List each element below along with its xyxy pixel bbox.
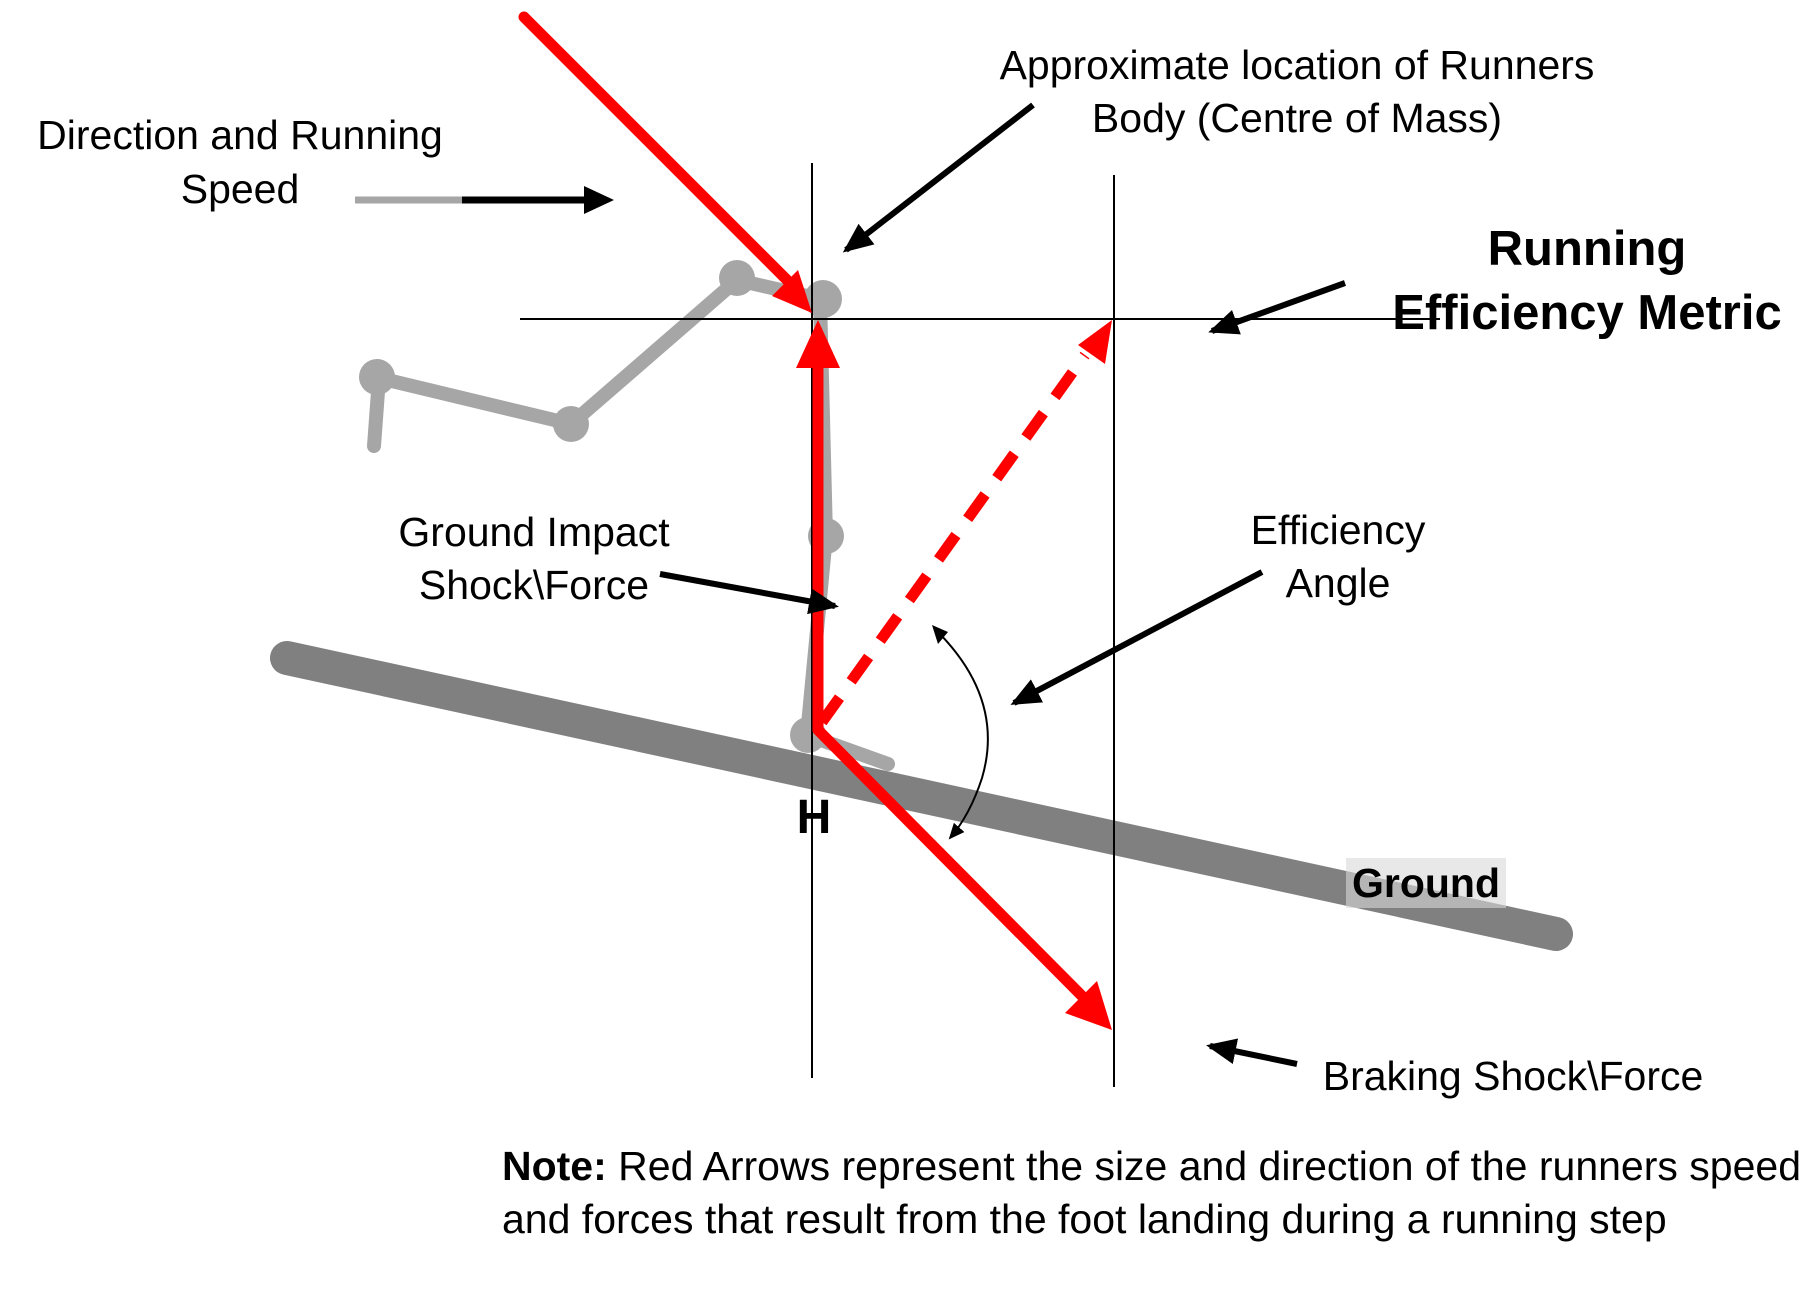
note-prefix: Note: [502,1143,607,1189]
angle-callout-arrow [1010,569,1264,706]
efficiency-angle-arc-start-head [932,625,948,644]
direction-arrowhead [584,186,614,214]
metric-callout-arrow [1208,280,1347,335]
ground-label: Ground [1352,860,1500,906]
efficiency-arrowhead [1078,320,1112,364]
efficiency-angle-arc [937,631,989,840]
impact-callout-arrow [659,571,839,615]
force-arrows [518,11,1112,1030]
braking-label: Braking Shock\Force [1323,1053,1704,1099]
metric-label-line2: Efficiency Metric [1392,286,1781,340]
incoming-velocity-arrowhead [772,270,812,313]
incoming-velocity-arrow [518,11,793,286]
braking-arrowhead [1065,981,1112,1030]
metric-label-line1: Running [1488,222,1687,276]
angle-label-line2: Angle [1286,560,1391,606]
ground-line [270,641,1573,951]
com-label-line2: Body (Centre of Mass) [1092,95,1502,141]
efficiency-arrow-dashed [817,351,1090,726]
braking-arrow [812,724,1088,1002]
ground-impact-arrowhead [796,320,840,368]
direction-label-line1: Direction and Running [37,112,443,158]
com-label-line1: Approximate location of Runners [1000,42,1595,88]
braking-callout-arrow [1206,1038,1298,1067]
note-text: Note: Red Arrows represent the size and … [502,1140,1802,1246]
direction-label-line2: Speed [181,166,300,212]
impact-label-line1: Ground Impact [398,509,670,555]
com-callout-arrow [842,102,1035,253]
angle-label-line1: Efficiency [1251,507,1426,553]
note-body: Red Arrows represent the size and direct… [502,1143,1801,1242]
ground-label-bg [1346,858,1506,908]
impact-label-line2: Shock\Force [419,562,649,608]
foot-marker-label: H [797,791,832,844]
